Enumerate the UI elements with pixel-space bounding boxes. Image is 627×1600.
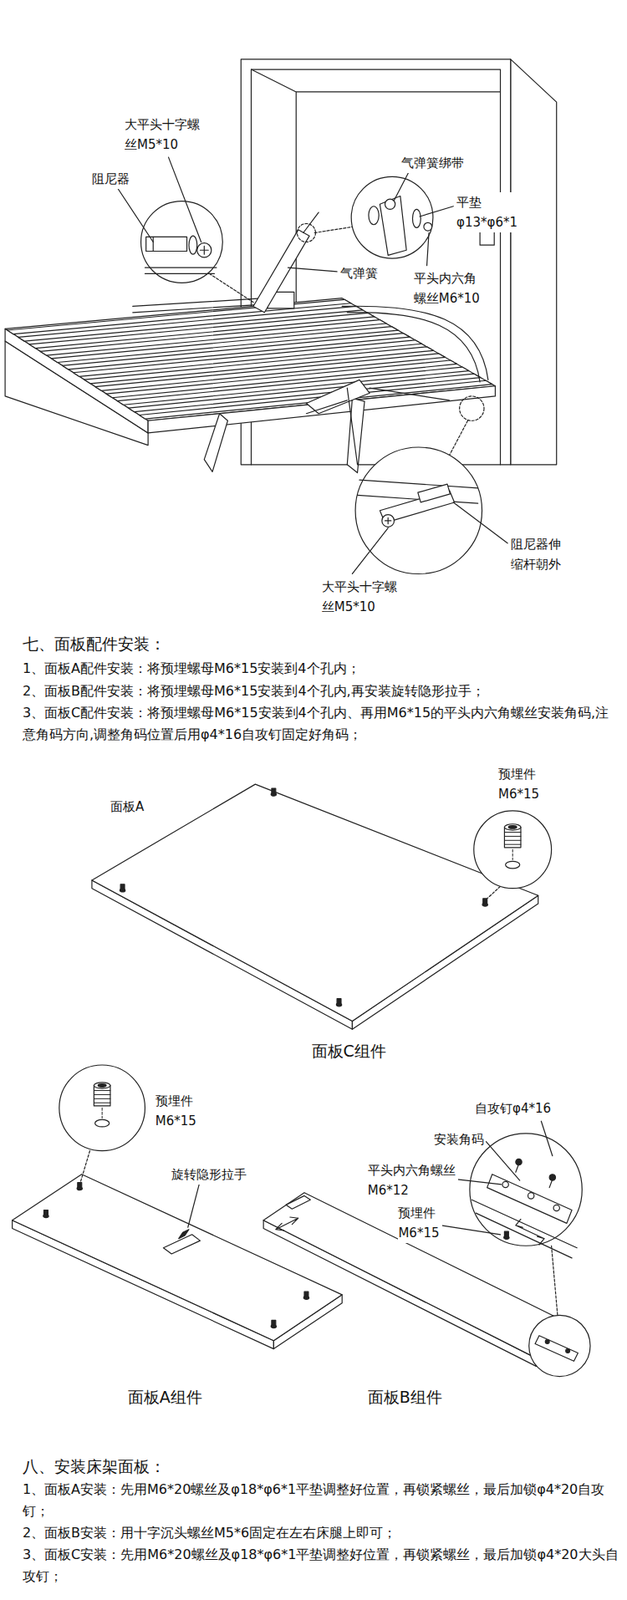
instruction-text: 3、面板C安装：先用M6*20螺丝及φ18*φ6*1平垫调整好位置，再锁紧螺丝，…	[22, 1544, 621, 1588]
instruction-text: 2、面板B配件安装：将预埋螺母M6*15安装到4个孔内,再安装旋转隐形拉手；	[22, 680, 621, 703]
part-label: 预埋件 M6*15	[498, 764, 543, 805]
section-heading: 七、面板配件安装：	[22, 632, 166, 655]
callout-label: 阻尼器	[91, 168, 130, 189]
instruction-text: 1、面板A安装：先用M6*20螺丝及φ18*φ6*1平垫调整好位置，再锁紧螺丝，…	[22, 1478, 621, 1523]
part-label: 旋转隐形拉手	[171, 1164, 247, 1185]
instruction-text: 2、面板B安装：用十字沉头螺丝M5*6固定在左右床腿上即可；	[22, 1522, 621, 1545]
bed-slat	[127, 373, 480, 413]
part-label: 安装角码	[433, 1129, 485, 1150]
callout-label: 气弹簧绑带	[401, 152, 464, 174]
callout-label: 平垫 φ13*φ6*1	[456, 192, 520, 233]
callout-label: 气弹簧	[340, 263, 378, 284]
instruction-text: 1、面板A配件安装：将预埋螺母M6*15安装到4个孔内；	[22, 657, 621, 680]
panel-c	[91, 784, 552, 1030]
panel-label: 面板A	[110, 796, 144, 817]
damper-rod-detail	[355, 420, 482, 574]
damper-detail	[141, 201, 254, 303]
panel-a	[12, 1065, 343, 1350]
figure-caption: 面板A组件	[127, 1386, 203, 1408]
callout-label: 大平头十字螺 丝M5*10	[321, 576, 400, 617]
part-label: 平头内六角螺丝 M6*12	[367, 1160, 459, 1201]
instruction-text: 3、面板C配件安装：将预埋螺母M6*15安装到4个孔内、再用M6*15的平头内六…	[22, 702, 621, 746]
part-label: 自攻钉φ4*16	[474, 1098, 551, 1119]
bed-slat	[117, 367, 469, 405]
gas-spring-detail	[314, 176, 434, 259]
callout-label: 阻尼器伸 缩杆朝外	[510, 534, 564, 575]
part-label: 预埋件 M6*15	[397, 1203, 443, 1244]
bed-slat	[139, 380, 493, 419]
section-heading: 八、安装床架面板：	[22, 1455, 166, 1478]
panel-b	[263, 1121, 591, 1377]
figure-caption: 面板B组件	[367, 1386, 443, 1408]
callout-label: 大平头十字螺 丝M5*10	[124, 114, 203, 155]
callout-label: 平头内六角 螺丝M6*10	[413, 268, 484, 309]
figure-caption: 面板C组件	[311, 1039, 387, 1062]
bed-frame	[5, 212, 495, 473]
part-label: 预埋件 M6*15	[155, 1090, 200, 1132]
